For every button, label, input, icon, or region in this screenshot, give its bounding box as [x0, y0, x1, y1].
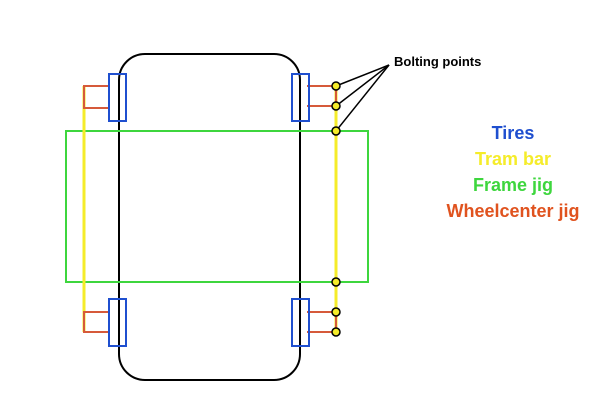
- bolting-points-label: Bolting points: [394, 54, 481, 69]
- tire-front-left: [108, 73, 127, 122]
- bolting-point: [331, 101, 341, 111]
- tire-front-right: [291, 73, 310, 122]
- callout-line-2: [335, 64, 390, 107]
- vehicle-body-outline: [118, 53, 301, 381]
- tire-rear-right: [291, 298, 310, 347]
- bolting-point: [331, 307, 341, 317]
- wheelcenter-jig-rear-right: [307, 311, 337, 333]
- bolting-point: [331, 81, 341, 91]
- legend-item-wheelcenter-jig: Wheelcenter jig: [446, 201, 579, 221]
- tire-rear-left: [108, 298, 127, 347]
- callout-line-3: [335, 64, 390, 132]
- legend-item-tires: Tires: [492, 123, 535, 143]
- legend-item-tram-bar: Tram bar: [475, 149, 551, 169]
- callout-line-1: [335, 64, 390, 87]
- wheelcenter-jig-front-left: [83, 85, 110, 109]
- wheelcenter-jig-rear-left: [83, 311, 110, 333]
- bolting-point: [331, 126, 341, 136]
- bolting-point: [331, 277, 341, 287]
- bolting-point: [331, 327, 341, 337]
- frame-jig: [65, 130, 369, 283]
- wheelcenter-jig-front-right: [307, 85, 337, 107]
- legend: Tires Tram bar Frame jig Wheelcenter jig: [446, 123, 579, 221]
- legend-item-frame-jig: Frame jig: [473, 175, 553, 195]
